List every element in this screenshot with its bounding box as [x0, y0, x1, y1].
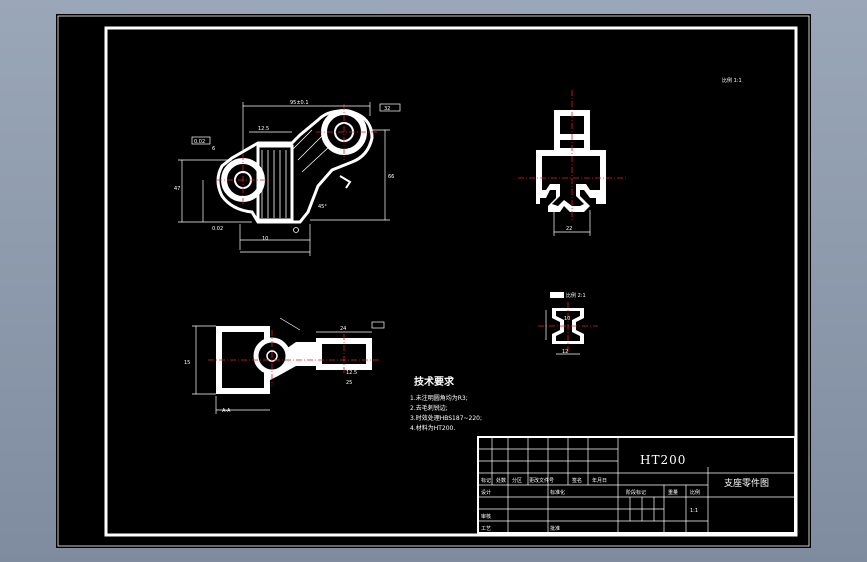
sheet-outer-border [57, 15, 810, 547]
tech-item-2: 2.去毛刺锐边; [410, 404, 448, 412]
dim-small: 6 [212, 146, 215, 152]
dim-inner: 12.5 [258, 126, 269, 132]
tb-stage-mark: 阶段标记 [626, 489, 646, 496]
tb-review: 审核 [481, 513, 491, 520]
tb-process: 工艺 [481, 526, 491, 532]
dim-overall-width: 95±0.1 [290, 100, 309, 106]
tb-change-doc: 更改文件号 [529, 477, 554, 484]
tb-weight: 重量 [668, 489, 678, 496]
tb-approve: 批准 [550, 525, 560, 532]
dim-bottom-small: 12.5 [346, 370, 357, 376]
tech-requirements-title: 技术要求 [414, 375, 455, 388]
dim-top-right: 32 [384, 106, 390, 112]
tech-item-1: 1.未注明圆角均为R3; [410, 394, 468, 402]
section-dim-2: 12 [562, 349, 568, 355]
tech-item-4: 4.材料为HT200. [410, 424, 455, 432]
tech-requirements: 技术要求 1.未注明圆角均为R3; 2.去毛刺锐边; 3.时效处理HBS187~… [410, 375, 482, 432]
section-dim-1: 10 [564, 316, 570, 322]
tb-standard: 标准化 [550, 489, 565, 496]
tb-mark: 标记 [481, 477, 491, 484]
dim-bottom-height: 15 [184, 360, 190, 366]
front-view: 22 [518, 90, 626, 236]
dim-angle: 45° [318, 204, 327, 210]
tb-scale-value: 1:1 [690, 508, 698, 514]
dim-bottom-label-b: 25 [346, 380, 352, 386]
tb-zone: 分区 [512, 477, 522, 484]
dim-flatness: 0.02 [212, 226, 223, 232]
tb-ratio: 比例 [690, 489, 700, 496]
dim-bore: 10 [262, 236, 268, 242]
scale-note: 比例 1:1 [722, 77, 742, 84]
dim-front-width: 22 [566, 226, 572, 232]
dim-bottom-label-a: A-A [222, 408, 231, 414]
bottom-view: 15 A-A 24 12.5 25 [184, 317, 385, 414]
section-label: 比例 2:1 [566, 292, 586, 299]
title-block: HT200 支座零件图 标记 处数 分区 更改文件号 签名 年月日 设计 标准化… [477, 436, 796, 534]
tb-date: 年月日 [592, 477, 607, 484]
section-detail: 比例 2:1 10 12 [538, 292, 598, 355]
sheet-inner-border [104, 26, 798, 537]
material-label: HT200 [640, 453, 686, 467]
tb-sign: 签名 [572, 477, 582, 484]
plan-view: 95±0.1 32 12.5 0.02 6 47 66 0.02 10 45° [174, 100, 401, 256]
dim-height-right: 66 [388, 174, 394, 180]
dim-left-tol: 0.02 [194, 139, 205, 145]
tb-count: 处数 [496, 477, 506, 484]
dim-height-left: 47 [174, 186, 180, 192]
drawing-sheet [56, 14, 811, 548]
dim-bottom-width: 24 [340, 326, 346, 332]
tb-design: 设计 [481, 489, 491, 496]
part-name: 支座零件图 [724, 477, 769, 489]
tech-item-3: 3.时效处理HBS187~220; [410, 414, 482, 422]
